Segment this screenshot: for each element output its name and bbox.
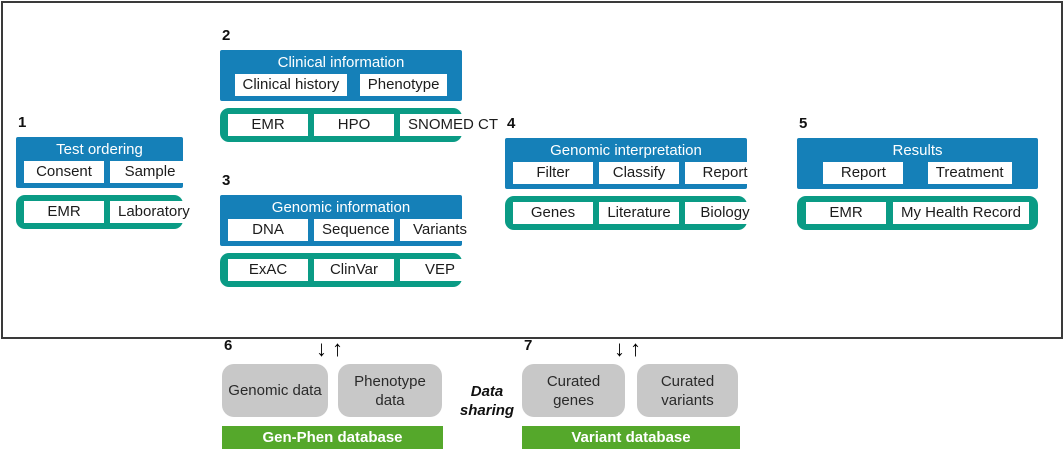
step-title: Genomic information bbox=[271, 199, 411, 216]
process-chip: Clinical history bbox=[234, 74, 348, 96]
resource-chip-row: EMR My Health Record bbox=[805, 202, 1030, 224]
arrow-down-icon: ↓ bbox=[614, 336, 625, 361]
step-group-genomic-interpretation: 4 Genomic interpretation Filter Classify… bbox=[505, 114, 765, 230]
database-box-curated-variants: Curated variants bbox=[637, 364, 738, 417]
step-title: Test ordering bbox=[56, 141, 143, 158]
process-chip: Report bbox=[685, 162, 765, 184]
resource-chip: SNOMED CT bbox=[400, 114, 498, 136]
process-chip-row: Report Treatment bbox=[805, 162, 1030, 184]
resource-panel: EMR HPO SNOMED CT bbox=[220, 108, 498, 142]
resource-chip-row: EMR HPO SNOMED CT bbox=[228, 114, 498, 136]
resource-chip: Biology bbox=[685, 202, 765, 224]
resource-chip: Laboratory bbox=[110, 201, 190, 223]
resource-chip: EMR bbox=[228, 114, 308, 136]
step-header: Test ordering Consent Sample bbox=[16, 137, 190, 188]
resource-panel: Genes Literature Biology bbox=[505, 196, 765, 230]
step-group-clinical-information: 2 Clinical information Clinical history … bbox=[220, 26, 498, 142]
resource-panel: ExAC ClinVar VEP bbox=[220, 253, 480, 287]
data-exchange-arrows: ↓ ↑ bbox=[316, 336, 343, 362]
resource-chip: Genes bbox=[513, 202, 593, 224]
step-header: Clinical information Clinical history Ph… bbox=[220, 50, 462, 101]
process-chip: Treatment bbox=[927, 162, 1012, 184]
step-group-genomic-information: 3 Genomic information DNA Sequence Varia… bbox=[220, 171, 480, 287]
step-header: Genomic interpretation Filter Classify R… bbox=[505, 138, 765, 189]
database-box-curated-genes: Curated genes bbox=[522, 364, 625, 417]
data-exchange-arrows: ↓ ↑ bbox=[614, 336, 641, 362]
arrow-down-icon: ↓ bbox=[316, 336, 327, 361]
step-group-test-ordering: 1 Test ordering Consent Sample EMR Labor… bbox=[16, 113, 190, 229]
database-number: 7 bbox=[524, 337, 533, 354]
step-number: 1 bbox=[18, 114, 27, 131]
process-chip: Sample bbox=[110, 161, 190, 183]
database-label-variant: Variant database bbox=[522, 426, 740, 449]
arrow-up-icon: ↑ bbox=[630, 336, 641, 361]
resource-chip: My Health Record bbox=[892, 202, 1030, 224]
database-box-phenotype-data: Phenotype data bbox=[338, 364, 442, 417]
database-label-gen-phen: Gen-Phen database bbox=[222, 426, 443, 449]
process-chip: Report bbox=[823, 162, 904, 184]
database-box-genomic-data: Genomic data bbox=[222, 364, 328, 417]
resource-chip: HPO bbox=[314, 114, 394, 136]
process-chip-row: Consent Sample bbox=[24, 161, 190, 183]
resource-chip: ClinVar bbox=[314, 259, 394, 281]
resource-chip-row: Genes Literature Biology bbox=[513, 202, 765, 224]
resource-panel: EMR Laboratory bbox=[16, 195, 190, 229]
database-number: 6 bbox=[224, 337, 233, 354]
arrow-up-icon: ↑ bbox=[332, 336, 343, 361]
pipeline-border bbox=[1, 1, 1063, 339]
resource-chip: EMR bbox=[24, 201, 104, 223]
resource-chip-row: ExAC ClinVar VEP bbox=[228, 259, 480, 281]
step-header: Genomic information DNA Sequence Variant… bbox=[220, 195, 480, 246]
resource-panel: EMR My Health Record bbox=[797, 196, 1038, 230]
resource-chip-row: EMR Laboratory bbox=[24, 201, 190, 223]
step-number: 5 bbox=[799, 115, 808, 132]
step-header: Results Report Treatment bbox=[797, 138, 1038, 189]
process-chip: DNA bbox=[228, 219, 308, 241]
step-number: 3 bbox=[222, 172, 231, 189]
step-title: Results bbox=[892, 142, 943, 159]
process-chip-row: Filter Classify Report bbox=[513, 162, 765, 184]
process-chip: Filter bbox=[513, 162, 593, 184]
process-chip: Sequence bbox=[314, 219, 394, 241]
resource-chip: VEP bbox=[400, 259, 480, 281]
step-title: Clinical information bbox=[277, 54, 405, 71]
process-chip: Classify bbox=[599, 162, 679, 184]
process-chip: Consent bbox=[24, 161, 104, 183]
step-title: Genomic interpretation bbox=[550, 142, 702, 159]
resource-chip: ExAC bbox=[228, 259, 308, 281]
resource-chip: EMR bbox=[805, 202, 886, 224]
resource-chip: Literature bbox=[599, 202, 679, 224]
step-number: 4 bbox=[507, 115, 516, 132]
step-number: 2 bbox=[222, 27, 231, 44]
process-chip-row: DNA Sequence Variants bbox=[228, 219, 480, 241]
process-chip-row: Clinical history Phenotype bbox=[228, 74, 454, 96]
process-chip: Phenotype bbox=[359, 74, 448, 96]
process-chip: Variants bbox=[400, 219, 480, 241]
data-sharing-label: Data sharing bbox=[459, 383, 515, 419]
step-group-results: 5 Results Report Treatment EMR My Health… bbox=[797, 114, 1038, 230]
